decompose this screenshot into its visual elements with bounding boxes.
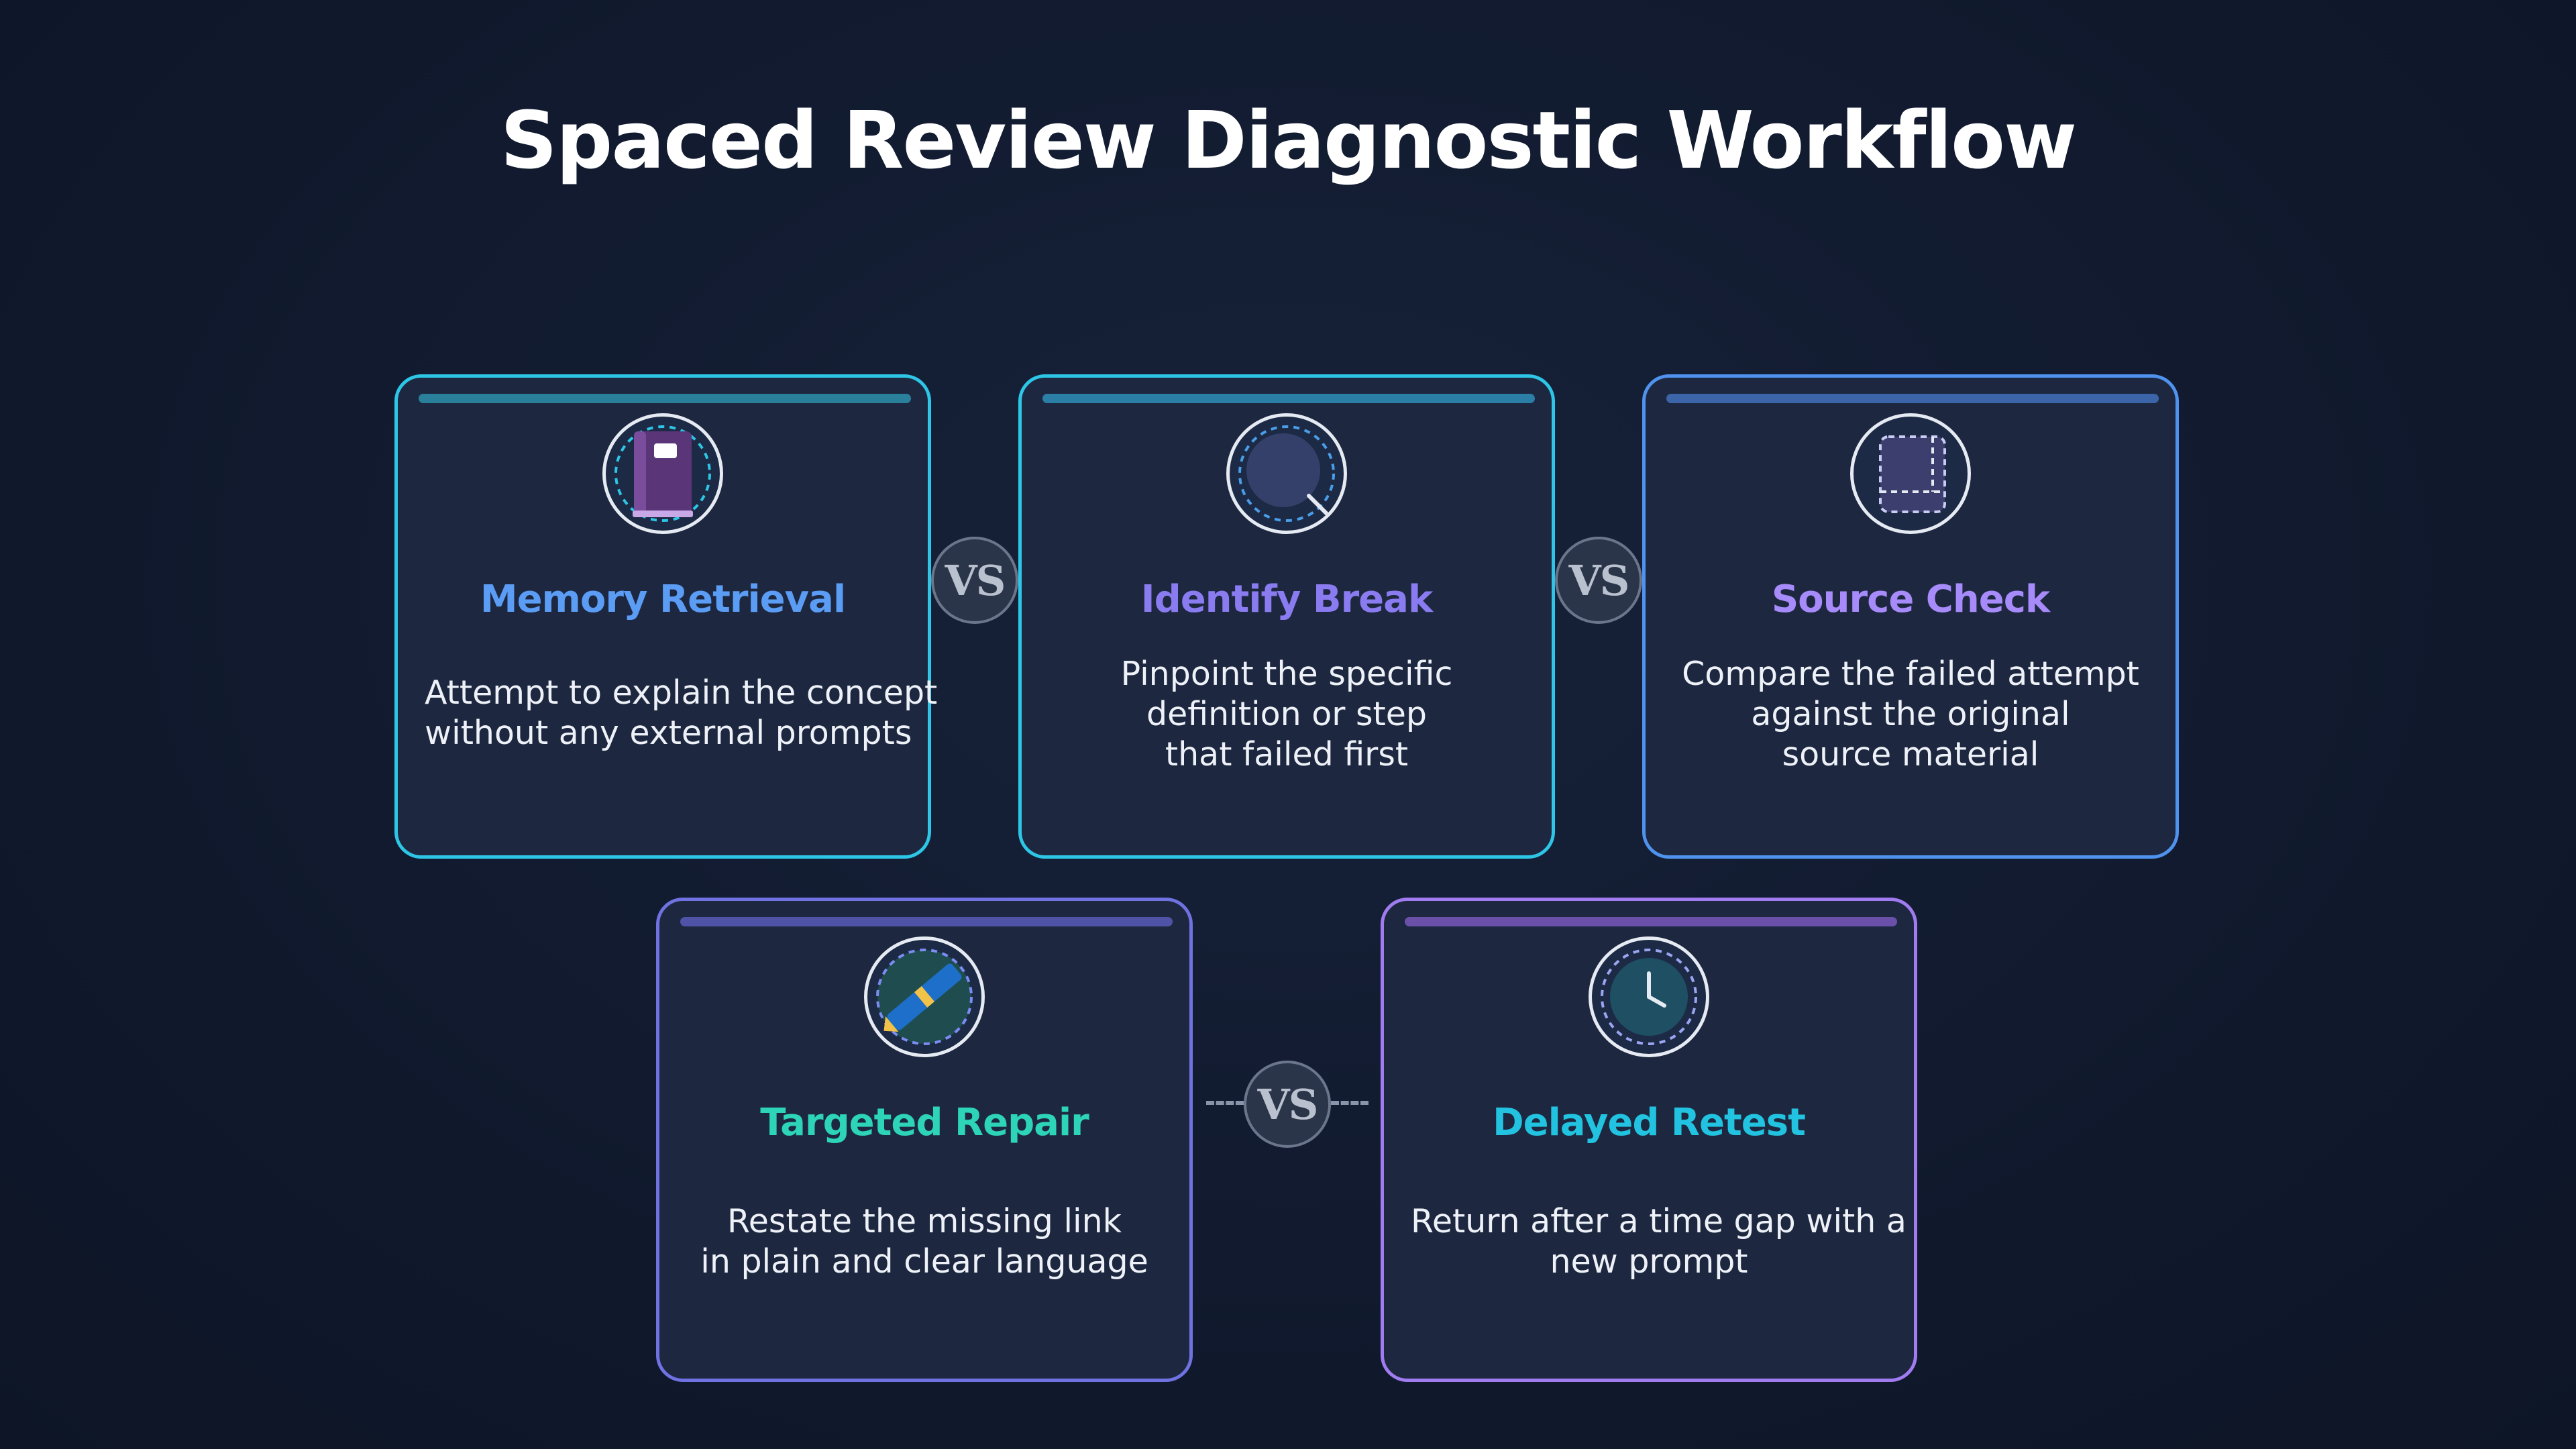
vs-badge: VS [1555, 537, 1642, 624]
card-accent-bar [1666, 394, 2159, 403]
page-title: Spaced Review Diagnostic Workflow [500, 94, 2077, 186]
step-description: Return after a time gap with a new promp… [1411, 1202, 1907, 1281]
document-icon [1850, 413, 1971, 534]
vs-badge: VS [931, 537, 1018, 624]
step-title: Identify Break [1140, 578, 1433, 621]
connector-dashed-line [1206, 1101, 1244, 1105]
step-description: Compare the failed attempt against the o… [1682, 655, 2139, 773]
card-accent-bar [680, 917, 1173, 926]
step-title: Targeted Repair [760, 1101, 1089, 1144]
step-card-memory-retrieval: Memory Retrieval Attempt to explain the … [394, 374, 938, 859]
step-description: Attempt to explain the concept without a… [425, 674, 938, 752]
pencil-icon [864, 936, 985, 1057]
step-card-targeted-repair: Targeted Repair Restate the missing link… [656, 898, 1193, 1382]
step-card-delayed-retest: Delayed Retest Return after a time gap w… [1381, 898, 1917, 1382]
card-accent-bar [1042, 394, 1535, 403]
magnifier-icon [1226, 413, 1347, 534]
step-title: Delayed Retest [1493, 1101, 1806, 1144]
connector-dashed-line [1331, 1101, 1368, 1105]
card-accent-bar [1405, 917, 1897, 926]
step-description: Restate the missing link in plain and cl… [700, 1202, 1148, 1281]
card-accent-bar [419, 394, 911, 403]
vs-badge: VS [1244, 1061, 1331, 1148]
step-description: Pinpoint the specific definition or step… [1120, 655, 1453, 773]
step-title: Memory Retrieval [480, 578, 846, 621]
step-card-identify-break: Identify Break Pinpoint the specific def… [1018, 374, 1555, 859]
step-title: Source Check [1771, 578, 2050, 621]
step-card-source-check: Source Check Compare the failed attempt … [1642, 374, 2179, 859]
clock-icon [1589, 936, 1709, 1057]
notebook-icon [602, 413, 723, 534]
